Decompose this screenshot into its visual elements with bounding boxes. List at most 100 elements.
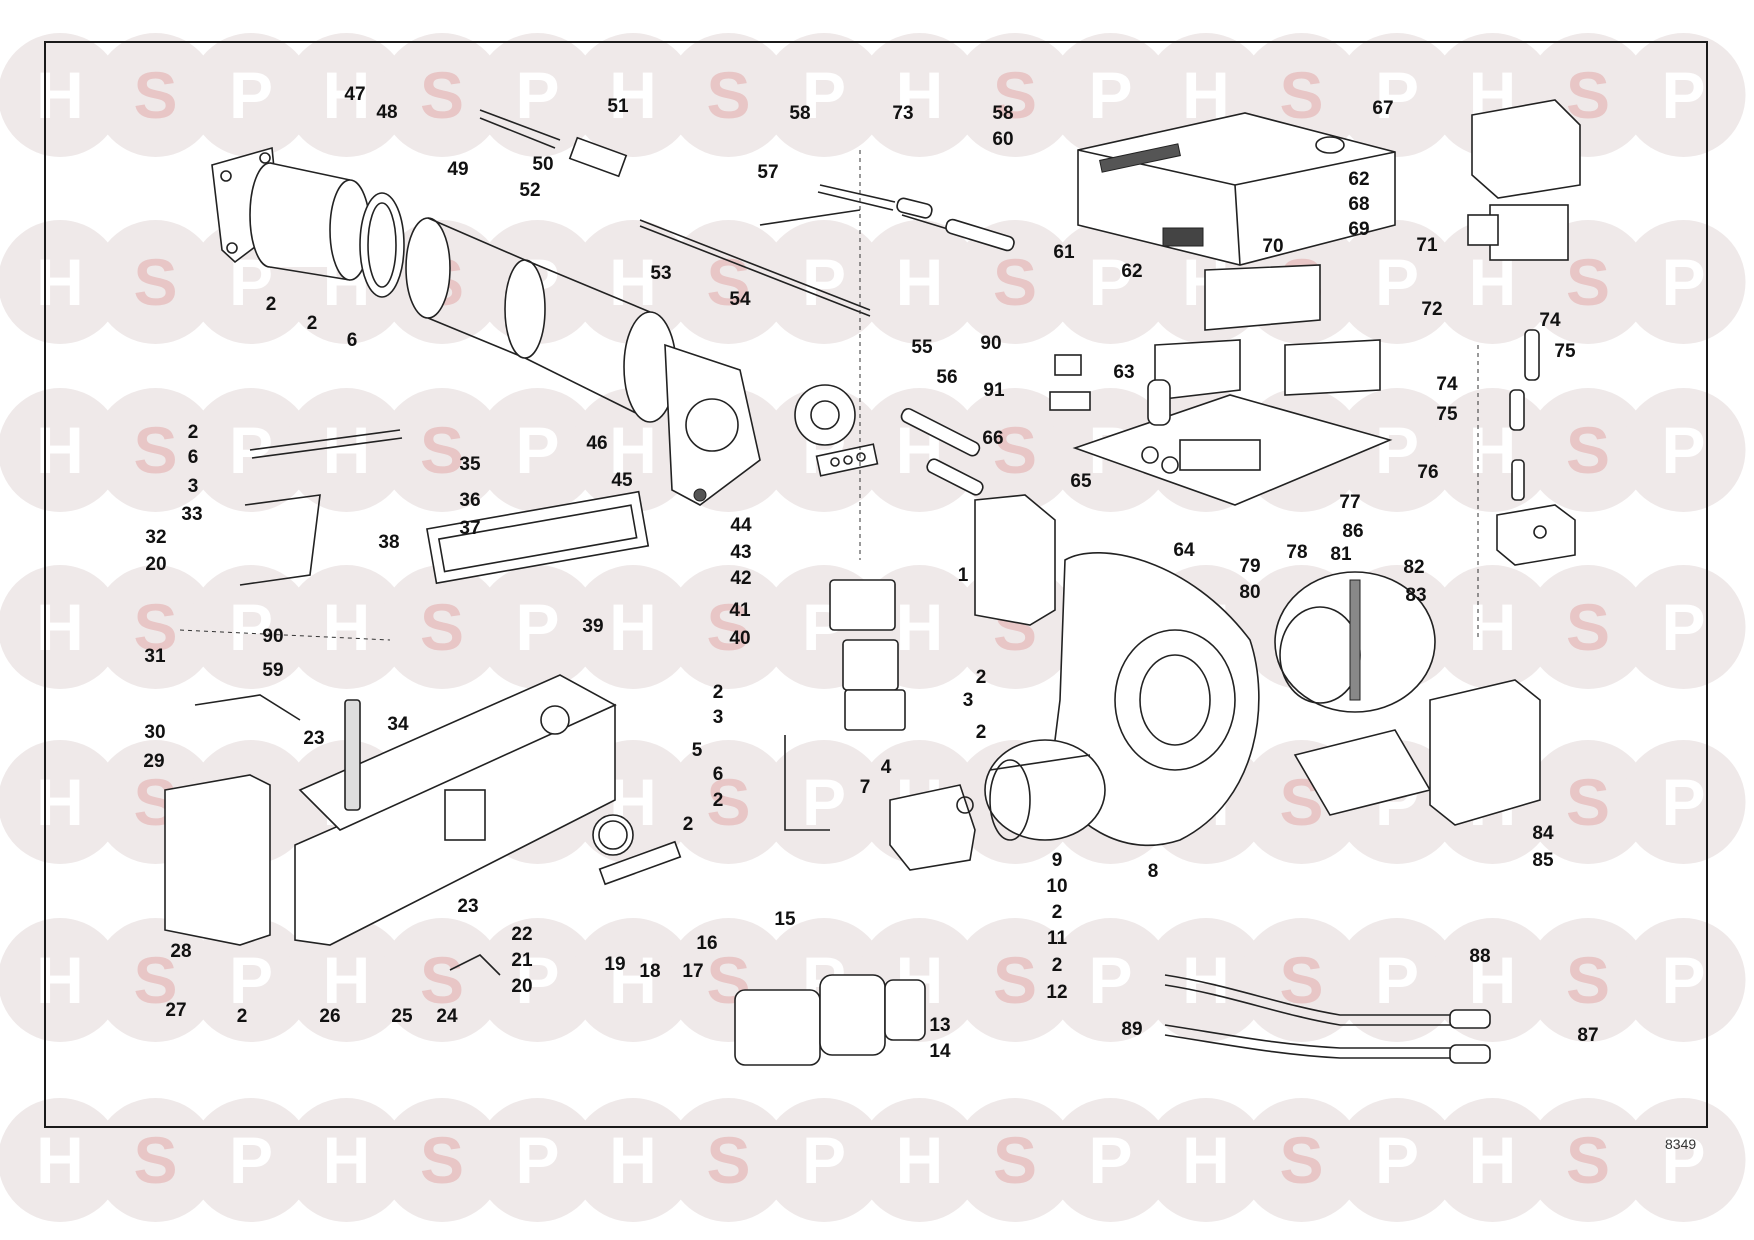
motor (984, 739, 1106, 841)
watermark-circle (1144, 1098, 1268, 1222)
part-callout-1: 1 (958, 565, 969, 586)
watermark-circle (1526, 1098, 1650, 1222)
pump-pressure-block (1496, 504, 1576, 566)
watermark-letter: S (133, 58, 177, 132)
part-callout-78: 78 (1286, 542, 1307, 563)
watermark-letter: H (323, 1123, 371, 1197)
watermark-letter: H (323, 413, 371, 487)
part-callout-65: 65 (1070, 471, 1092, 492)
part-callout-53: 53 (650, 263, 671, 284)
flexible-oil-hoses (1164, 974, 1491, 1064)
watermark-letter: H (1469, 943, 1517, 1017)
part-callout-74: 74 (1436, 374, 1458, 395)
watermark-circle (0, 1098, 122, 1222)
oil-lines (194, 429, 830, 976)
watermark-circle (1048, 918, 1173, 1042)
watermark-letter: S (1566, 1123, 1610, 1197)
part-callout-69: 69 (1348, 219, 1369, 240)
watermark-circle (666, 33, 791, 157)
part-callout-2: 2 (976, 722, 987, 743)
control-unit (1154, 339, 1381, 401)
part-callout-90: 90 (262, 626, 283, 647)
part-callout-4: 4 (881, 757, 892, 778)
part-callout-20: 20 (511, 976, 532, 997)
part-callout-33: 33 (181, 504, 202, 525)
part-callout-63: 63 (1113, 362, 1134, 383)
watermark-circle (1621, 388, 1746, 512)
watermark-circle (953, 918, 1077, 1042)
watermark-circle (0, 918, 122, 1042)
watermark-circle (666, 740, 791, 864)
watermark-circle (857, 33, 982, 157)
watermark-letter: S (993, 413, 1037, 487)
watermark-circle (762, 220, 886, 344)
watermark-circle (953, 1098, 1077, 1222)
contactor (1467, 204, 1569, 261)
watermark-letter: S (706, 58, 750, 132)
watermark-circle (284, 388, 409, 512)
part-callout-47: 47 (344, 84, 365, 105)
part-callout-2: 2 (307, 313, 318, 334)
part-callout-7: 7 (860, 777, 871, 798)
watermark-circle (953, 220, 1077, 344)
pump-motor-assembly (734, 974, 926, 1066)
watermark-letter: P (1088, 1123, 1132, 1197)
watermark-letter: P (1661, 245, 1705, 319)
watermark-circle (857, 220, 982, 344)
part-callout-42: 42 (730, 568, 751, 589)
part-callout-77: 77 (1339, 492, 1360, 513)
part-callout-21: 21 (511, 950, 533, 971)
part-callout-30: 30 (144, 722, 165, 743)
watermark-circle (1335, 220, 1459, 344)
watermark-circle (0, 565, 122, 689)
heating-element (344, 699, 361, 811)
part-callout-22: 22 (511, 924, 532, 945)
watermark-letter: S (993, 1123, 1037, 1197)
part-callout-58: 58 (789, 103, 810, 124)
part-callout-86: 86 (1342, 521, 1363, 542)
part-callout-74: 74 (1539, 310, 1561, 331)
part-callout-39: 39 (582, 616, 603, 637)
watermark-circle (93, 1098, 218, 1222)
watermark-circle (93, 33, 218, 157)
watermark-letter: S (420, 58, 464, 132)
part-callout-89: 89 (1121, 1019, 1142, 1040)
watermark-circle (1144, 918, 1268, 1042)
part-callout-52: 52 (519, 180, 540, 201)
watermark-letter: P (1375, 413, 1419, 487)
watermark-circle (1526, 388, 1650, 512)
watermark-circle (475, 33, 600, 157)
watermark-circle (571, 220, 695, 344)
part-callout-90: 90 (980, 333, 1001, 354)
part-callout-11: 11 (1047, 928, 1068, 949)
part-callout-2: 2 (1052, 955, 1063, 976)
part-callout-88: 88 (1469, 946, 1490, 967)
part-callout-2: 2 (237, 1006, 248, 1027)
part-callout-67: 67 (1372, 98, 1393, 119)
part-callout-61: 61 (1053, 242, 1075, 263)
electrode-holder (815, 443, 879, 477)
watermark-circle (475, 918, 600, 1042)
watermark-letter: P (1088, 245, 1132, 319)
part-callout-6: 6 (188, 447, 199, 468)
part-callout-82: 82 (1403, 557, 1424, 578)
watermark-circle (762, 33, 886, 157)
part-callout-37: 37 (459, 518, 480, 539)
part-callout-48: 48 (376, 102, 397, 123)
diagram-frame (44, 41, 1708, 1128)
part-callout-23: 23 (303, 728, 324, 749)
part-callout-68: 68 (1348, 194, 1369, 215)
watermark-circle (1048, 220, 1173, 344)
part-callout-26: 26 (319, 1006, 340, 1027)
watermark-letter: S (1566, 413, 1610, 487)
watermark-circle (1335, 918, 1459, 1042)
watermark-letter: H (36, 1123, 84, 1197)
watermark-circle (1526, 565, 1650, 689)
watermark-circle (571, 565, 695, 689)
part-callout-85: 85 (1532, 850, 1554, 871)
watermark-circle (93, 388, 218, 512)
part-callout-40: 40 (729, 628, 750, 649)
watermark-letter: H (896, 58, 944, 132)
watermark-letter: P (515, 58, 559, 132)
watermark-circle (0, 220, 122, 344)
